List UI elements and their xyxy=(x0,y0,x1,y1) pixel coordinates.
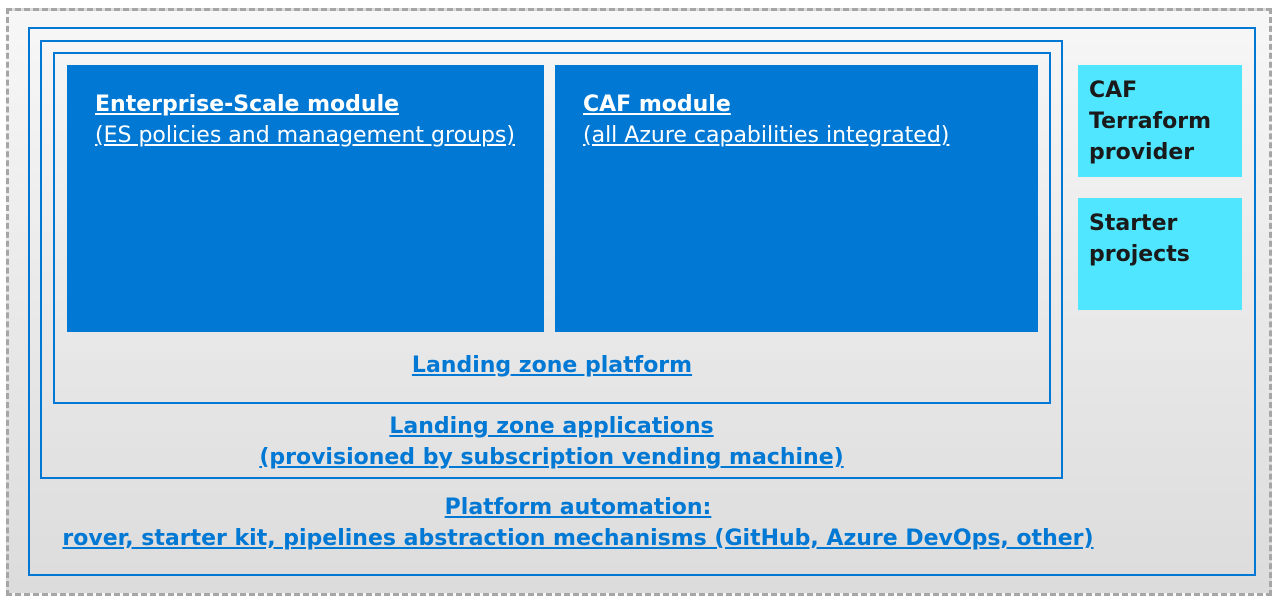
platform-automation-line1[interactable]: Platform automation: xyxy=(444,495,712,520)
landing-zone-platform-box xyxy=(53,52,1051,404)
landing-zone-applications-line2[interactable]: (provisioned by subscription vending mac… xyxy=(259,445,844,470)
caf-module-box: CAF module (all Azure capabilities integ… xyxy=(555,65,1038,332)
caf-module-title[interactable]: CAF module xyxy=(583,92,731,117)
starter-projects-box: Starter projects xyxy=(1078,198,1242,310)
enterprise-scale-module-subtitle[interactable]: (ES policies and management groups) xyxy=(95,123,515,148)
caf-terraform-provider-box: CAF Terraform provider xyxy=(1078,65,1242,177)
caf-module-subtitle[interactable]: (all Azure capabilities integrated) xyxy=(583,123,950,148)
platform-automation-label[interactable]: Platform automation: rover, starter kit,… xyxy=(28,492,1128,554)
landing-zone-platform-label[interactable]: Landing zone platform xyxy=(411,353,693,378)
enterprise-scale-module-title[interactable]: Enterprise-Scale module xyxy=(95,92,400,117)
landing-zone-applications-box xyxy=(40,40,1063,479)
platform-automation-box xyxy=(28,27,1256,576)
landing-zone-applications-label[interactable]: Landing zone applications (provisioned b… xyxy=(40,411,1063,473)
platform-automation-line2[interactable]: rover, starter kit, pipelines abstractio… xyxy=(62,526,1094,551)
enterprise-scale-module-box: Enterprise-Scale module (ES policies and… xyxy=(67,65,544,332)
landing-zone-applications-line1[interactable]: Landing zone applications xyxy=(389,414,714,439)
